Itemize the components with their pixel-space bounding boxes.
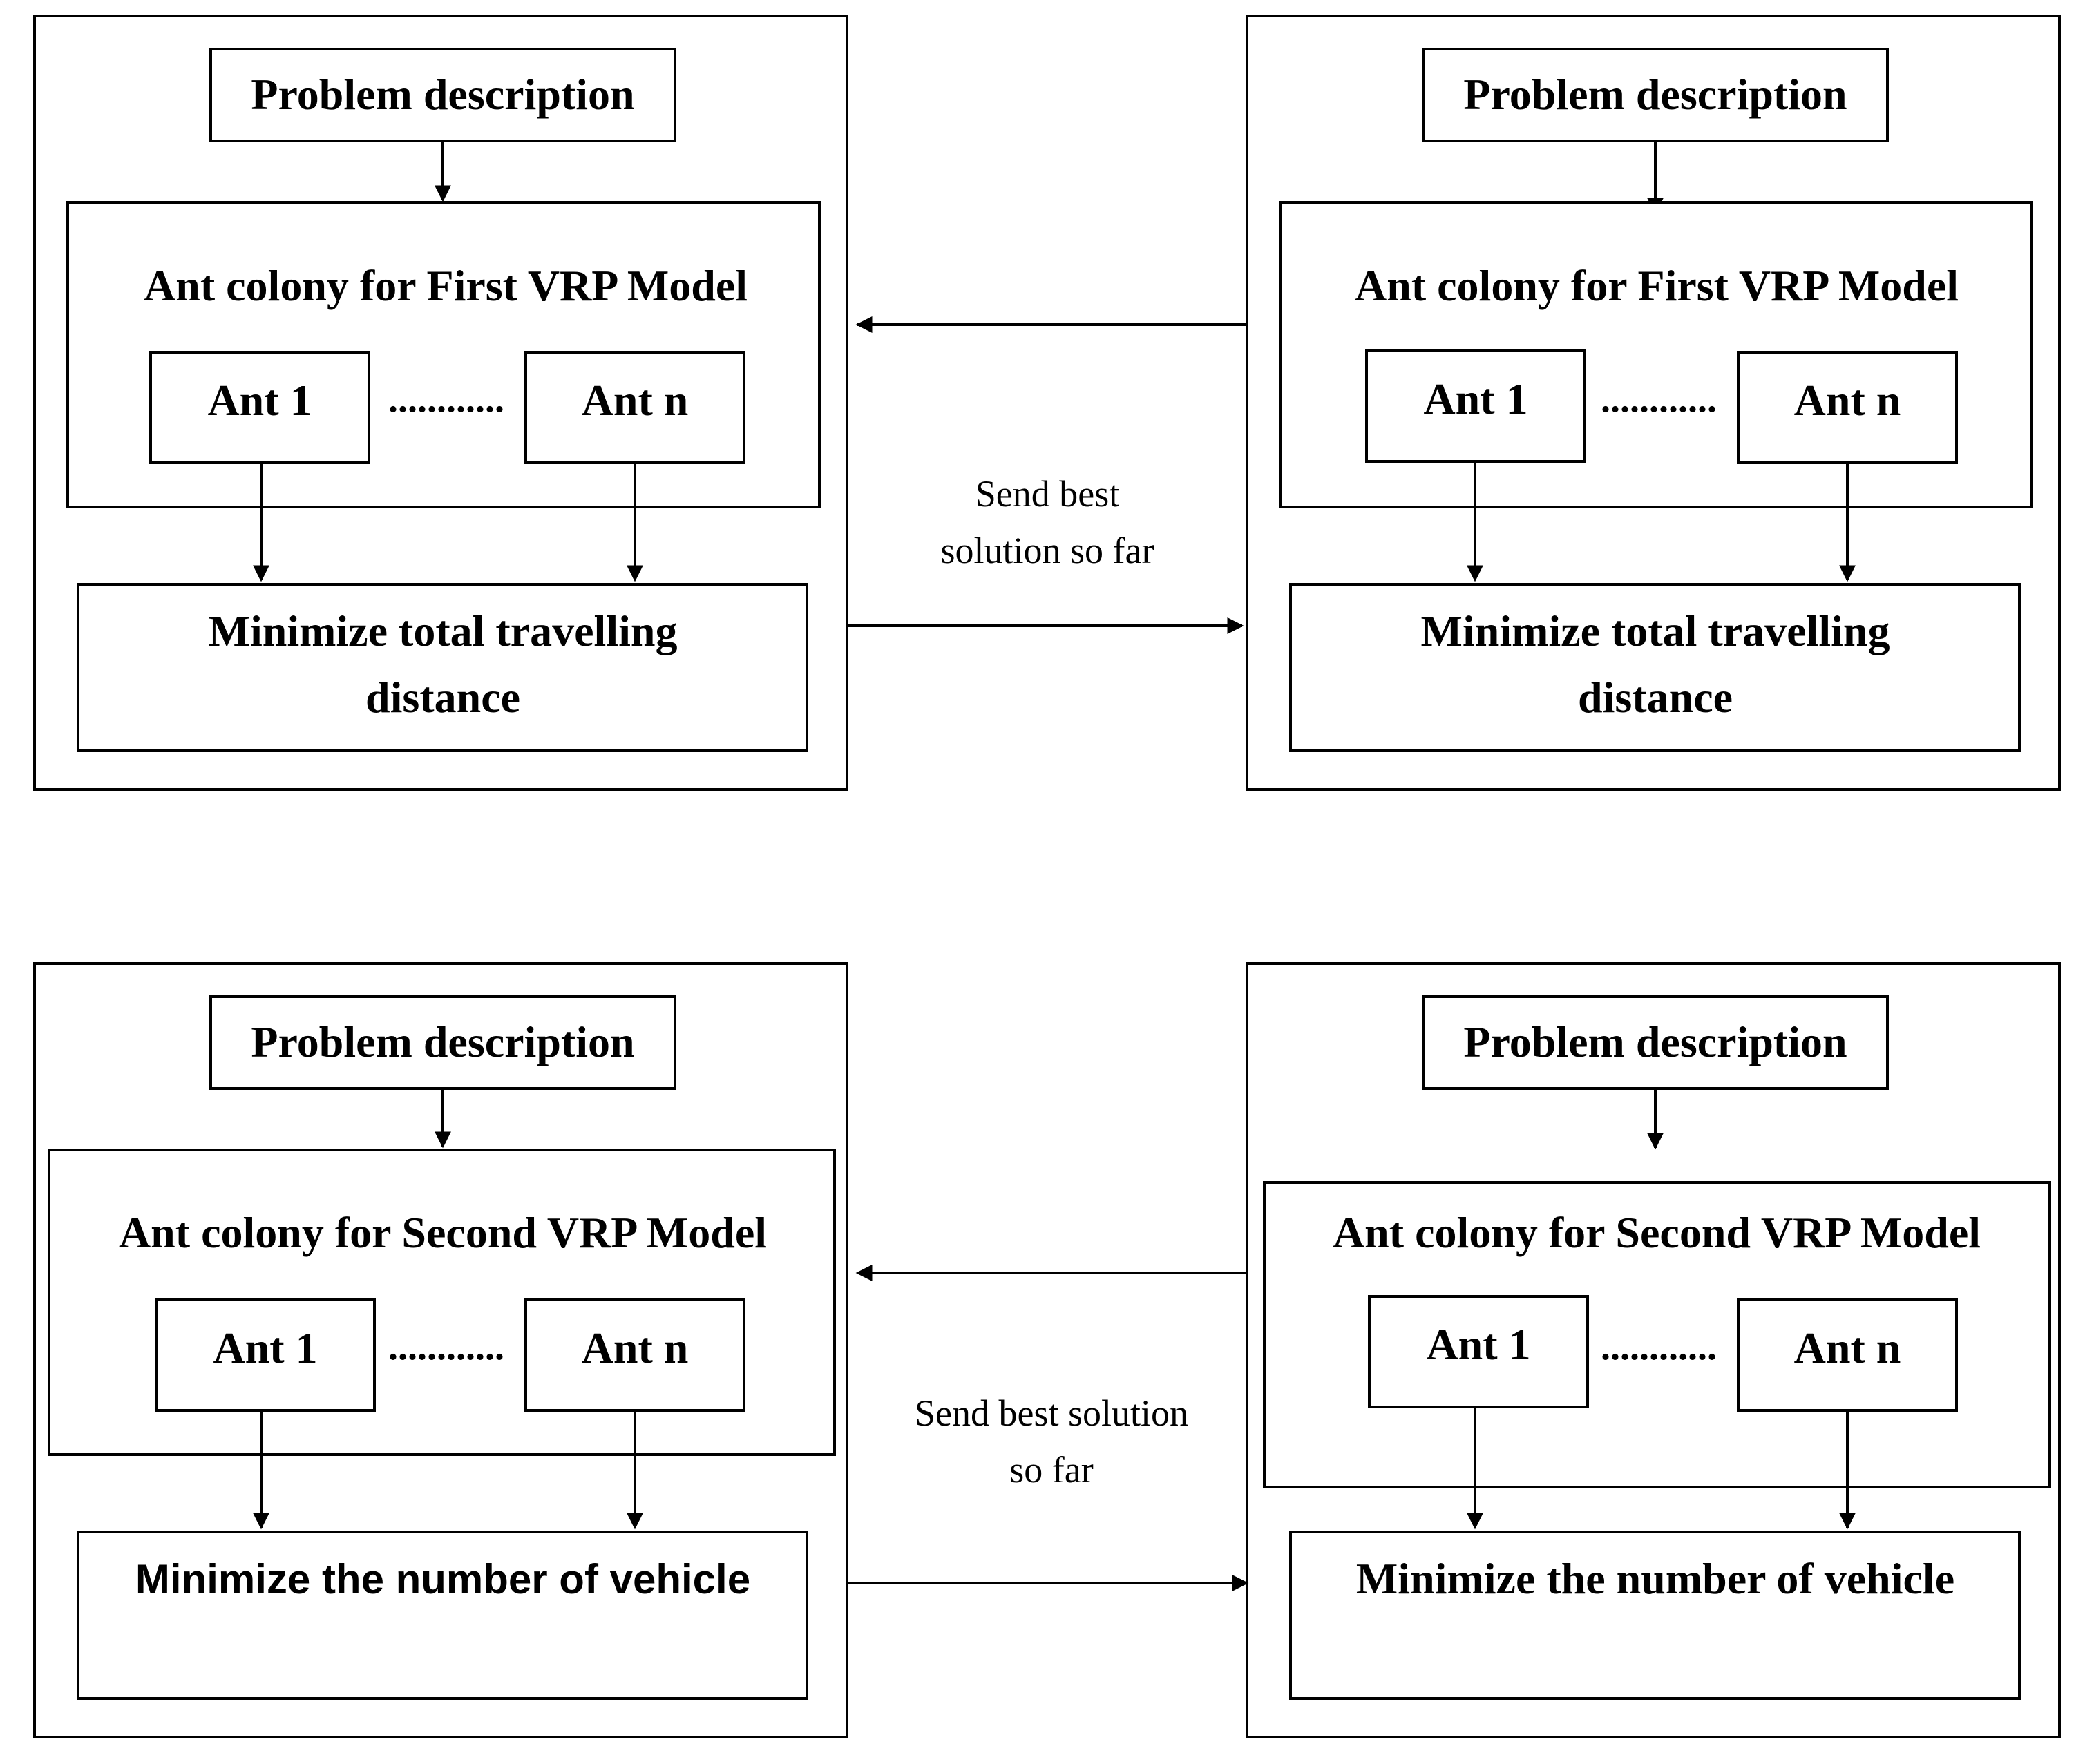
top-right-objective-line-2: distance — [1578, 673, 1733, 722]
top-left-objective-box — [77, 583, 808, 752]
top-left-ants-ellipsis: ............ — [388, 378, 504, 421]
top-left-problem-box — [209, 48, 676, 142]
bottom-left-ant-1-label: Ant 1 — [213, 1323, 317, 1372]
bottom-left-problem-label: Problem description — [251, 1017, 634, 1066]
bottom-left-ant-n-label: Ant n — [582, 1323, 689, 1372]
bottom-left-panel: Problem description Ant colony for Secon… — [33, 962, 848, 1738]
top-left-ant-n-box — [524, 351, 745, 464]
top-exchange-label-line-1: Send best — [975, 473, 1120, 515]
top-right-ant-n-label: Ant n — [1794, 376, 1901, 425]
top-left-objective-line-1: Minimize total travelling — [209, 606, 678, 655]
top-exchange-label-line-2: solution so far — [941, 530, 1154, 571]
top-right-objective-line-1: Minimize total travelling — [1421, 606, 1890, 655]
top-right-ant-1-label: Ant 1 — [1423, 374, 1527, 423]
bottom-left-objective-box — [77, 1531, 808, 1700]
top-left-problem-label: Problem description — [251, 70, 634, 119]
bottom-exchange-label-line-2: so far — [1009, 1449, 1093, 1490]
bottom-right-panel: Problem description Ant colony for Secon… — [1246, 962, 2061, 1738]
top-right-problem-label: Problem description — [1463, 70, 1847, 119]
bottom-left-ants-ellipsis: ............ — [388, 1325, 504, 1368]
bottom-left-problem-box — [209, 995, 676, 1090]
top-right-problem-box — [1422, 48, 1889, 142]
bottom-left-ant-1-box — [155, 1298, 376, 1412]
top-left-colony-label: Ant colony for First VRP Model — [144, 261, 748, 310]
bottom-right-ant-n-label: Ant n — [1794, 1323, 1901, 1372]
bottom-left-colony-label: Ant colony for Second VRP Model — [119, 1208, 767, 1257]
top-left-panel: Problem description Ant colony for First… — [33, 15, 848, 791]
bottom-right-objective-label: Minimize the number of vehicle — [1356, 1554, 1954, 1603]
bottom-exchange-label-line-1: Send best solution — [915, 1392, 1188, 1434]
top-right-objective-box — [1289, 583, 2021, 752]
bottom-left-objective-label: Minimize the number of vehicle — [135, 1556, 750, 1602]
bottom-right-ants-ellipsis: ............ — [1601, 1325, 1717, 1368]
top-right-colony-label: Ant colony for First VRP Model — [1355, 261, 1959, 310]
bottom-right-problem-box — [1422, 995, 1889, 1090]
bottom-right-ant-n-box — [1737, 1298, 1958, 1412]
bottom-right-ant-1-label: Ant 1 — [1426, 1320, 1530, 1369]
bottom-right-objective-box — [1289, 1531, 2021, 1700]
top-right-ants-ellipsis: ............ — [1601, 378, 1717, 421]
top-left-ant-1-box — [149, 351, 370, 464]
bottom-right-colony-label: Ant colony for Second VRP Model — [1333, 1208, 1981, 1257]
bottom-right-problem-label: Problem description — [1463, 1017, 1847, 1066]
top-left-ant-1-label: Ant 1 — [207, 376, 312, 425]
top-right-ant-n-box — [1737, 351, 1958, 464]
bottom-left-ant-n-box — [524, 1298, 745, 1412]
top-right-panel: Problem description Ant colony for First… — [1246, 15, 2061, 791]
top-left-objective-line-2: distance — [365, 673, 520, 722]
top-exchange: Send best solution so far — [847, 316, 1247, 634]
top-left-ant-n-label: Ant n — [582, 376, 689, 425]
top-right-ant-1-box — [1365, 349, 1586, 463]
bottom-exchange: Send best solution so far — [847, 1265, 1249, 1591]
bottom-right-ant-1-box — [1368, 1295, 1589, 1408]
